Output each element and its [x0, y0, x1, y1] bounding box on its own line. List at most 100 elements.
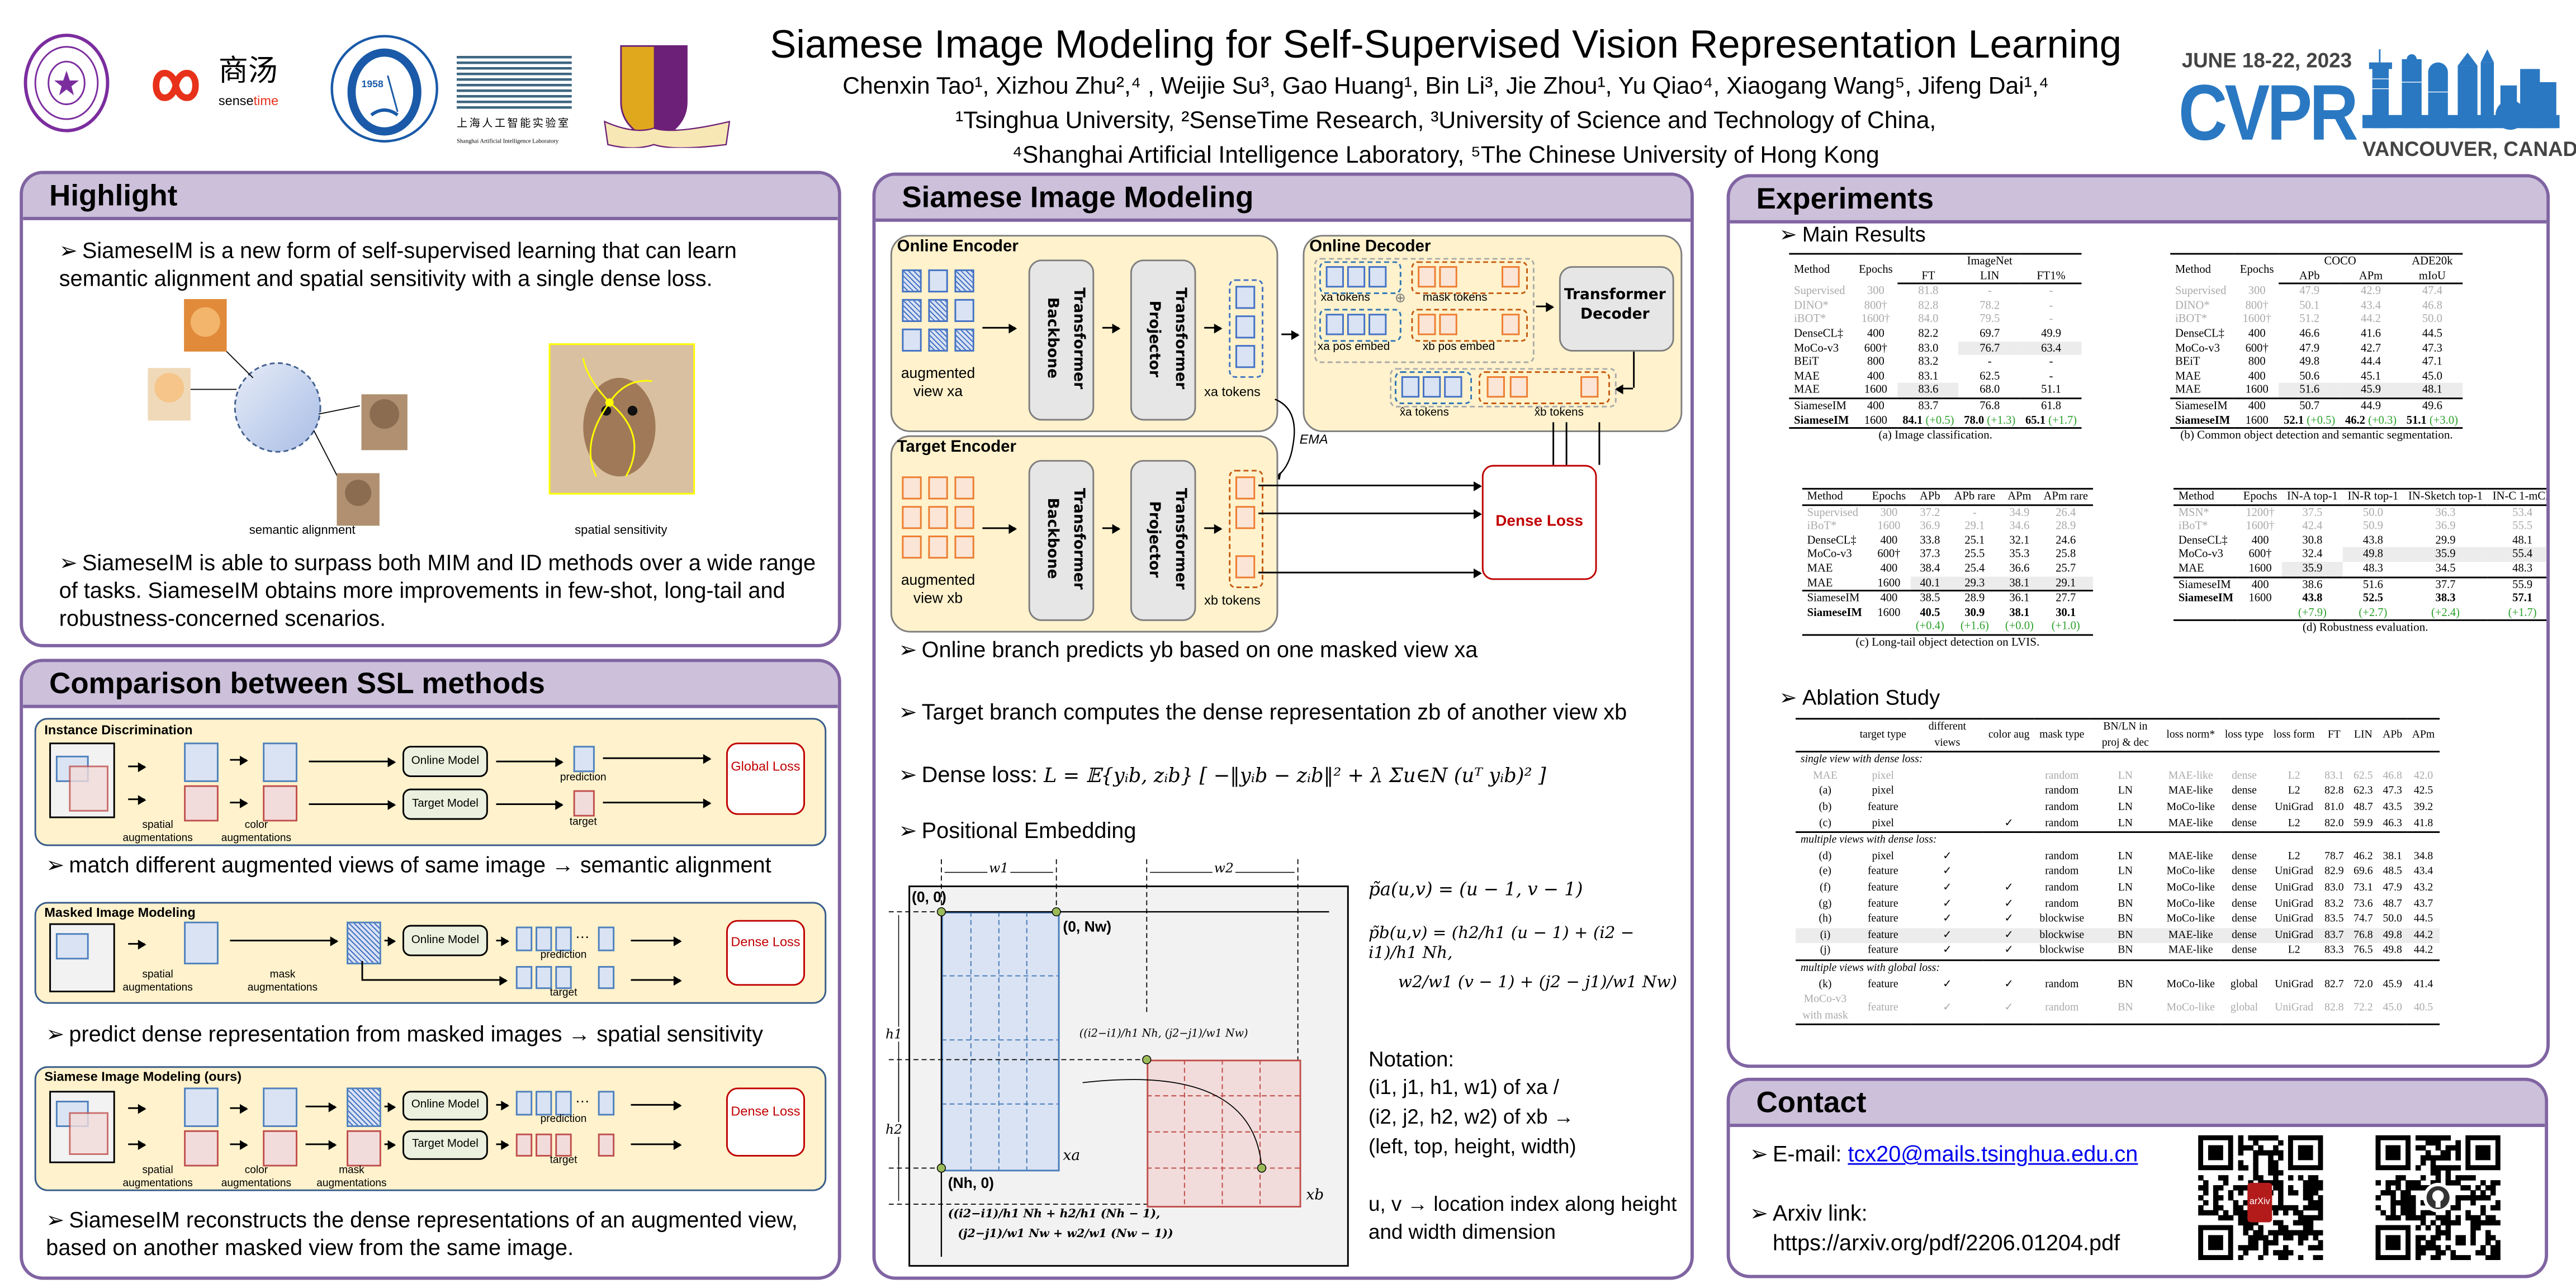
arrow-bullet-icon: ➢: [898, 637, 917, 662]
cell-value: 83.1: [1918, 369, 1939, 383]
xb-pos-group: [1411, 309, 1528, 342]
token: [1347, 314, 1366, 335]
mim-label: Masked Image Modeling: [44, 905, 196, 920]
ellipsis: …: [575, 925, 590, 941]
table-cell: multiple views with global loss:: [1796, 959, 2440, 977]
arrow-bullet-icon: ➢: [59, 550, 78, 575]
table-cell: 35.9: [2282, 561, 2343, 577]
backbone-block: [1028, 460, 1095, 621]
cell-value: 55.4: [2512, 547, 2533, 561]
ablation-label: ➢Ablation Study: [1779, 684, 1940, 712]
mask-aug-label: mask augmentations: [316, 1164, 387, 1190]
github-qr-code[interactable]: [2375, 1135, 2501, 1261]
cell-value: 47.1: [2422, 355, 2442, 368]
target-model: Target Model: [402, 1130, 488, 1160]
table-cell: dense: [2232, 945, 2257, 957]
cell-value: SiameseIM: [2175, 413, 2231, 427]
table-cell: 51.1 (+3.0): [2401, 413, 2463, 429]
table-cell: 36.9: [1911, 519, 1949, 533]
table-cell: 35.3: [2000, 548, 2039, 562]
comparison-title: Comparison between SSL methods: [23, 662, 838, 708]
projector-block: [1130, 460, 1196, 621]
table-cell: 47.9: [2279, 283, 2340, 299]
table-cell: [1911, 816, 1983, 832]
table-cell: 37.5: [2282, 504, 2343, 519]
cell-value: 400: [2251, 577, 2269, 591]
gain-value: (+1.3): [1984, 413, 2016, 427]
notation-4: u, v → location index along height and w…: [1368, 1192, 1677, 1244]
arxiv-url[interactable]: https://arxiv.org/pdf/2206.01204.pdf: [1772, 1230, 2120, 1256]
corner-nh-label: (Nh, 0): [948, 1175, 994, 1191]
table-cell: ✓: [1943, 913, 1952, 925]
cell-value: MAE: [1794, 383, 1820, 397]
cell-value: 44.2: [2361, 312, 2381, 326]
patch: [954, 269, 974, 293]
shlab-cn: 上海人工智能实验室: [456, 116, 571, 130]
table-cell: 82.8: [1897, 299, 1959, 312]
table-cell: 43.4: [2340, 299, 2402, 312]
table-cell: IN-A top-1: [2282, 487, 2343, 505]
cell-value: SiameseIM: [2178, 577, 2231, 591]
table-cell: MoCo-v3: [2170, 341, 2235, 355]
cell-value: 41.6: [2361, 326, 2381, 340]
table-cell: 25.8: [2039, 548, 2093, 562]
table-cell: DINO*: [2170, 299, 2235, 312]
cell-value: 600†: [1877, 547, 1901, 561]
arrow-bullet-icon: ➢: [1779, 685, 1797, 710]
table-cell: mask type: [2034, 718, 2090, 753]
sim-bullet-1: ➢Online branch predicts yb based on one …: [899, 636, 1671, 664]
cell-value: 29.1: [2056, 576, 2076, 589]
table-cell: Method: [1802, 487, 1867, 505]
table-cell: APb rare: [1949, 487, 2001, 505]
table-cell: ✓: [1983, 992, 2035, 1026]
table-cell: MAE: [2170, 369, 2235, 383]
table-cell: COCO: [2279, 253, 2402, 269]
table-cell: 45.1: [2340, 369, 2402, 383]
table-cell: 51.6: [2279, 383, 2341, 399]
table-cell: 1600†: [1854, 312, 1897, 326]
global-loss: Global Loss: [726, 742, 806, 815]
table-cell: 38.6: [2282, 576, 2343, 592]
table-cell: 82.2: [1897, 327, 1959, 341]
table-cell: 69.7: [1959, 327, 2020, 341]
table-cell: 27.7: [2038, 590, 2093, 606]
poster-title: Siamese Image Modeling for Self-Supervis…: [770, 23, 2122, 68]
cell-value: 47.9: [2299, 340, 2320, 354]
ablation-group: multiple views with dense loss:: [1796, 831, 2440, 849]
table-cell: (+2.4): [2403, 605, 2488, 622]
table-cell: 72.2: [2348, 992, 2378, 1026]
cell-value: 49.9: [2041, 326, 2062, 340]
xb-hat-label: x̂b tokens: [1534, 407, 1584, 419]
table-cell: 48.7: [2354, 802, 2373, 813]
email-link[interactable]: tcx20@mails.tsinghua.edu.cn: [1848, 1142, 2138, 1167]
table-cell: (+2.7): [2342, 605, 2404, 622]
target-token: [598, 1133, 615, 1157]
xb-label: xb: [1306, 1187, 1324, 1205]
cell-value: 29.3: [1964, 576, 1985, 589]
cell-value: 32.1: [2009, 533, 2030, 547]
cell-value: Supervised: [2175, 284, 2227, 297]
cell-value: (+1.0): [2051, 619, 2080, 633]
view-a: [184, 921, 219, 965]
table-cell: mIoU: [2401, 268, 2463, 285]
table-cell: MoCo-v3: [1802, 548, 1867, 562]
table-cell: 45.0: [2378, 992, 2407, 1026]
table-cell: 74.7: [2354, 913, 2373, 925]
cell-value: iBoT*: [2178, 519, 2208, 533]
table-cell: 36.9: [2403, 519, 2488, 533]
cell-value: 25.5: [1964, 547, 1985, 561]
table-cell: 29.1: [2038, 576, 2093, 591]
table-cell: MoCo-like: [2166, 866, 2215, 878]
sim-bullet-1-text: Online branch predicts yb based on one m…: [921, 637, 1478, 662]
contact-title: Contact: [1730, 1081, 2545, 1128]
tsinghua-logo: [21, 31, 112, 135]
table-cell: 1600: [1867, 519, 1911, 533]
table-cell: MAE-like: [2168, 770, 2213, 782]
pred-token: [515, 1091, 533, 1116]
patch: [954, 506, 974, 529]
table-cell: Epochs: [2238, 487, 2283, 505]
